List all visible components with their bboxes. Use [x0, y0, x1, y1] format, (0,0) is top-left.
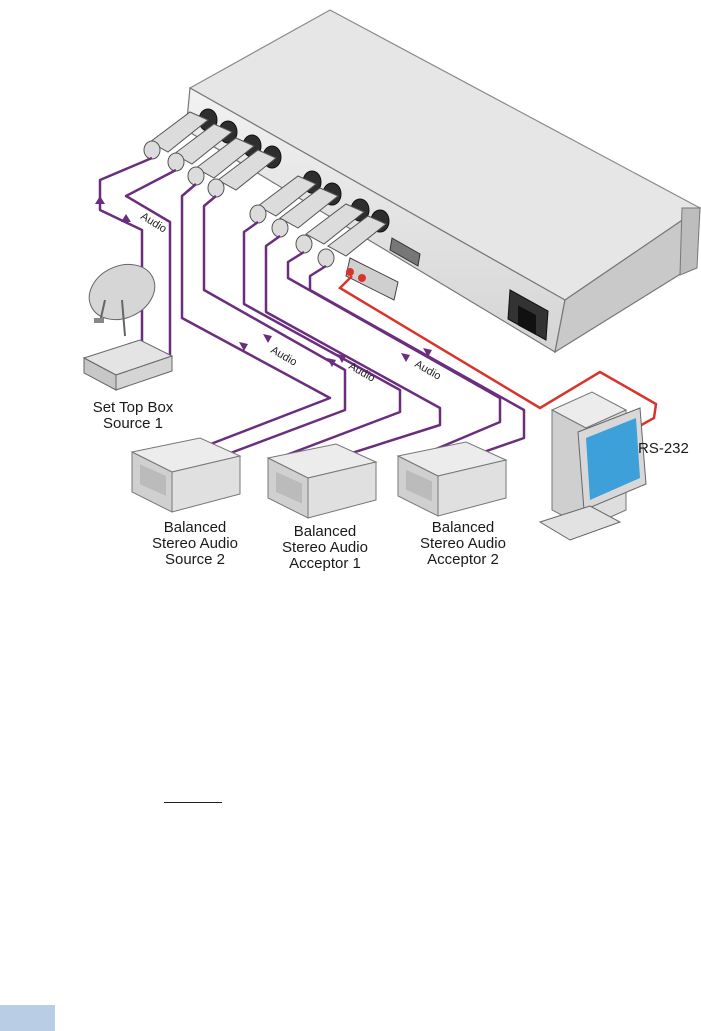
- label-acceptor-2: Balanced Stereo Audio Acceptor 2: [408, 520, 518, 568]
- label-acceptor-1-line3: Acceptor 1: [289, 555, 361, 572]
- label-acceptor-2-line2: Stereo Audio: [420, 535, 506, 552]
- label-acceptor-2-line1: Balanced: [431, 519, 495, 536]
- audio-switcher-device: [185, 9, 701, 354]
- label-acceptor-2-line3: Acceptor 2: [427, 551, 499, 568]
- label-rs232: RS-232: [638, 441, 689, 457]
- audio-label-2: Audio: [269, 344, 299, 368]
- label-rs232-text: RS-232: [638, 440, 689, 457]
- label-source-2-line3: Source 2: [164, 551, 226, 568]
- label-source-2-line2: Stereo Audio: [152, 535, 238, 552]
- xlr-plugs: [143, 111, 387, 268]
- rs232-cable: [337, 275, 658, 430]
- audio-cables: [98, 156, 526, 474]
- set-top-box-icon: [82, 339, 174, 391]
- stereo-source-2-icon: [130, 437, 242, 513]
- label-set-top-box-line1: Set Top Box: [92, 399, 174, 416]
- power-inlet: [507, 289, 549, 341]
- satellite-dish-icon: [88, 263, 156, 337]
- underline-mark: [164, 802, 222, 803]
- stereo-acceptor-1-icon: [266, 443, 378, 519]
- connection-diagram: Audio Audio Audio Audio: [82, 9, 701, 541]
- label-acceptor-1-line1: Balanced: [293, 523, 357, 540]
- signal-arrows: [95, 196, 432, 367]
- label-acceptor-1-line2: Stereo Audio: [282, 539, 368, 556]
- stereo-acceptor-2-icon: [396, 441, 508, 517]
- rs232-port: [389, 237, 421, 267]
- label-set-top-box: Set Top Box Source 1: [78, 400, 188, 432]
- label-source-2: Balanced Stereo Audio Source 2: [140, 520, 250, 568]
- computer-icon: [538, 391, 647, 541]
- label-set-top-box-line2: Source 1: [102, 415, 164, 432]
- label-source-2-line1: Balanced: [163, 519, 227, 536]
- page-tab: [0, 1005, 55, 1031]
- rs232-connector: [345, 257, 399, 301]
- label-acceptor-1: Balanced Stereo Audio Acceptor 1: [270, 524, 380, 572]
